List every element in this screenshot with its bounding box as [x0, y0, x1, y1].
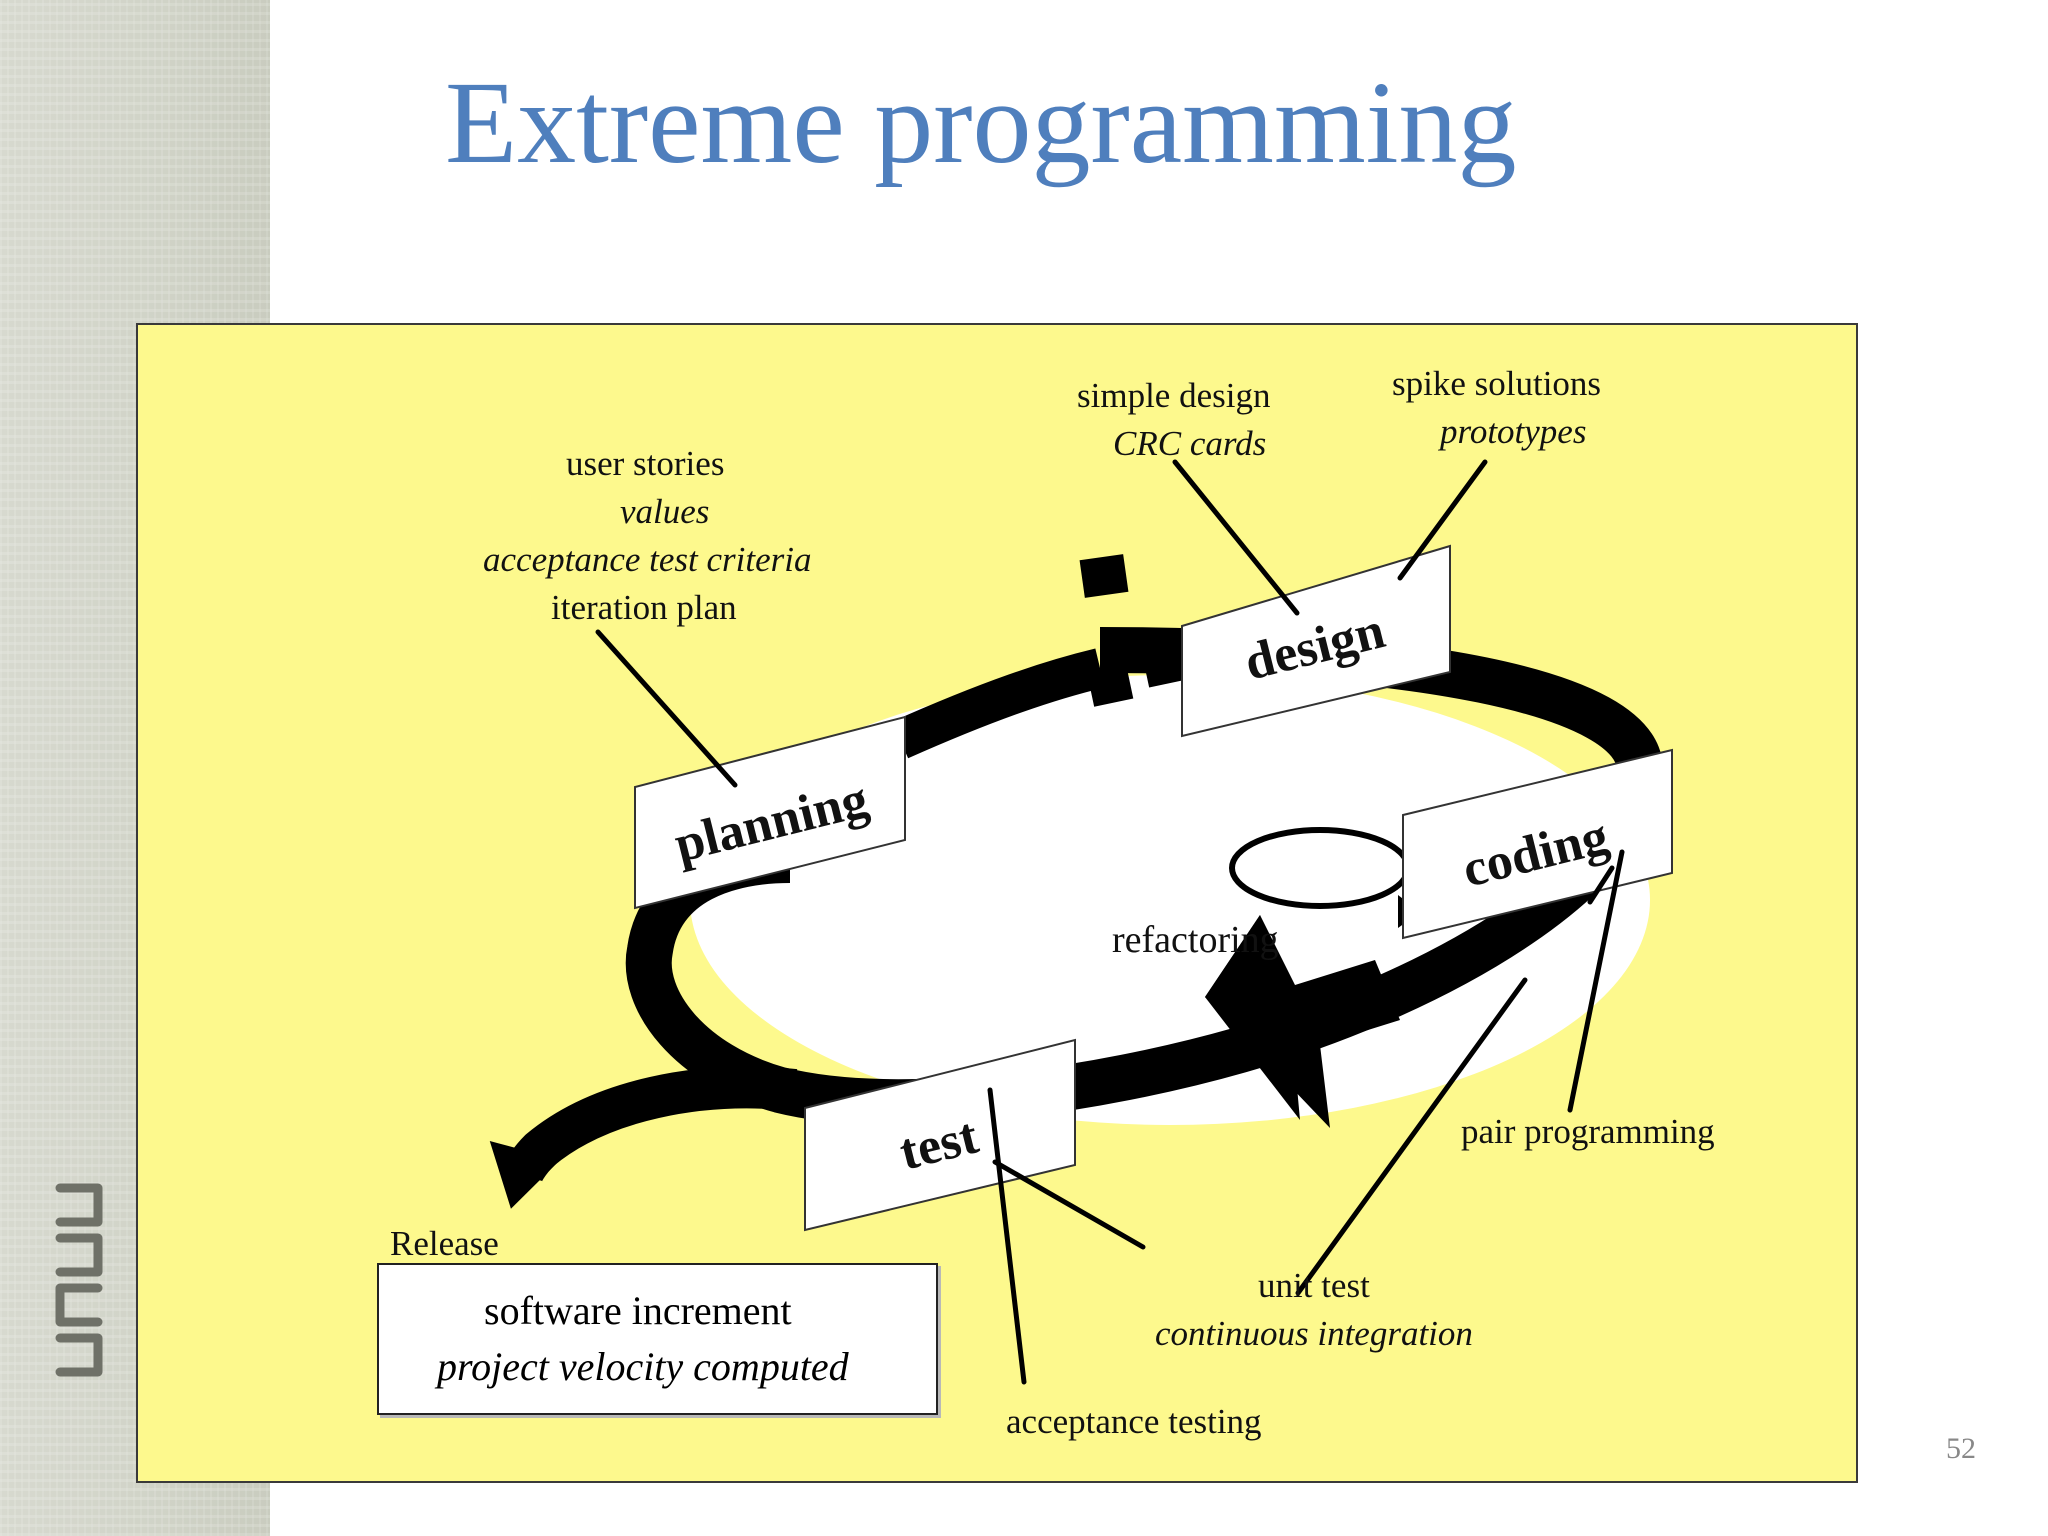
leader-pair-programming — [1567, 849, 1625, 1113]
leader-acceptance — [987, 1087, 1027, 1385]
leader-coding-short — [1587, 865, 1615, 905]
test-note-acceptance-testing: acceptance testing — [1006, 1402, 1262, 1441]
band-fragment — [1079, 554, 1129, 598]
stage-test: test — [804, 1038, 1076, 1232]
page-number: 52 — [1946, 1432, 1976, 1465]
planning-note-acceptance-criteria: acceptance test criteria — [483, 540, 812, 579]
design-note-crc-cards: CRC cards — [1113, 424, 1267, 463]
design-note-prototypes: prototypes — [1440, 412, 1587, 451]
leader-design-right — [1397, 459, 1488, 581]
band-fragment — [1086, 664, 1134, 707]
design-note-simple-design: simple design — [1077, 376, 1271, 415]
stage-design: design — [1181, 544, 1451, 738]
coding-note-pair-programming: pair programming — [1461, 1112, 1715, 1151]
coding-note-continuous-integration: continuous integration — [1155, 1314, 1473, 1353]
release-arrow-icon — [489, 1141, 561, 1209]
cycle-band — [625, 627, 1663, 1126]
slide-title: Extreme programming — [445, 57, 1517, 188]
logo-mark-icon — [55, 1183, 103, 1377]
leader-unit-test — [1295, 977, 1528, 1296]
leader-planning — [595, 629, 738, 788]
leader-test-unit — [992, 1159, 1146, 1250]
release-label: Release — [390, 1224, 499, 1263]
release-box: software increment project velocity comp… — [377, 1263, 938, 1415]
stage-coding: coding — [1402, 748, 1673, 940]
planning-note-values: values — [620, 492, 710, 531]
band-fragment — [1141, 644, 1187, 688]
release-arrow-shaft — [501, 1066, 798, 1183]
release-software-increment: software increment — [484, 1288, 792, 1333]
cycle-band-upper-left — [891, 648, 1105, 759]
coding-note-unit-test: unit test — [1258, 1266, 1370, 1305]
leader-design-left — [1172, 459, 1300, 616]
cycle-interior — [690, 675, 1650, 1125]
stage-planning: planning — [634, 715, 906, 910]
coding-note-refactoring: refactoring — [1112, 919, 1279, 961]
release-project-velocity: project velocity computed — [437, 1344, 849, 1389]
design-note-spike-solutions: spike solutions — [1392, 364, 1602, 403]
planning-note-iteration-plan: iteration plan — [551, 588, 737, 627]
planning-note-user-stories: user stories — [566, 444, 725, 483]
